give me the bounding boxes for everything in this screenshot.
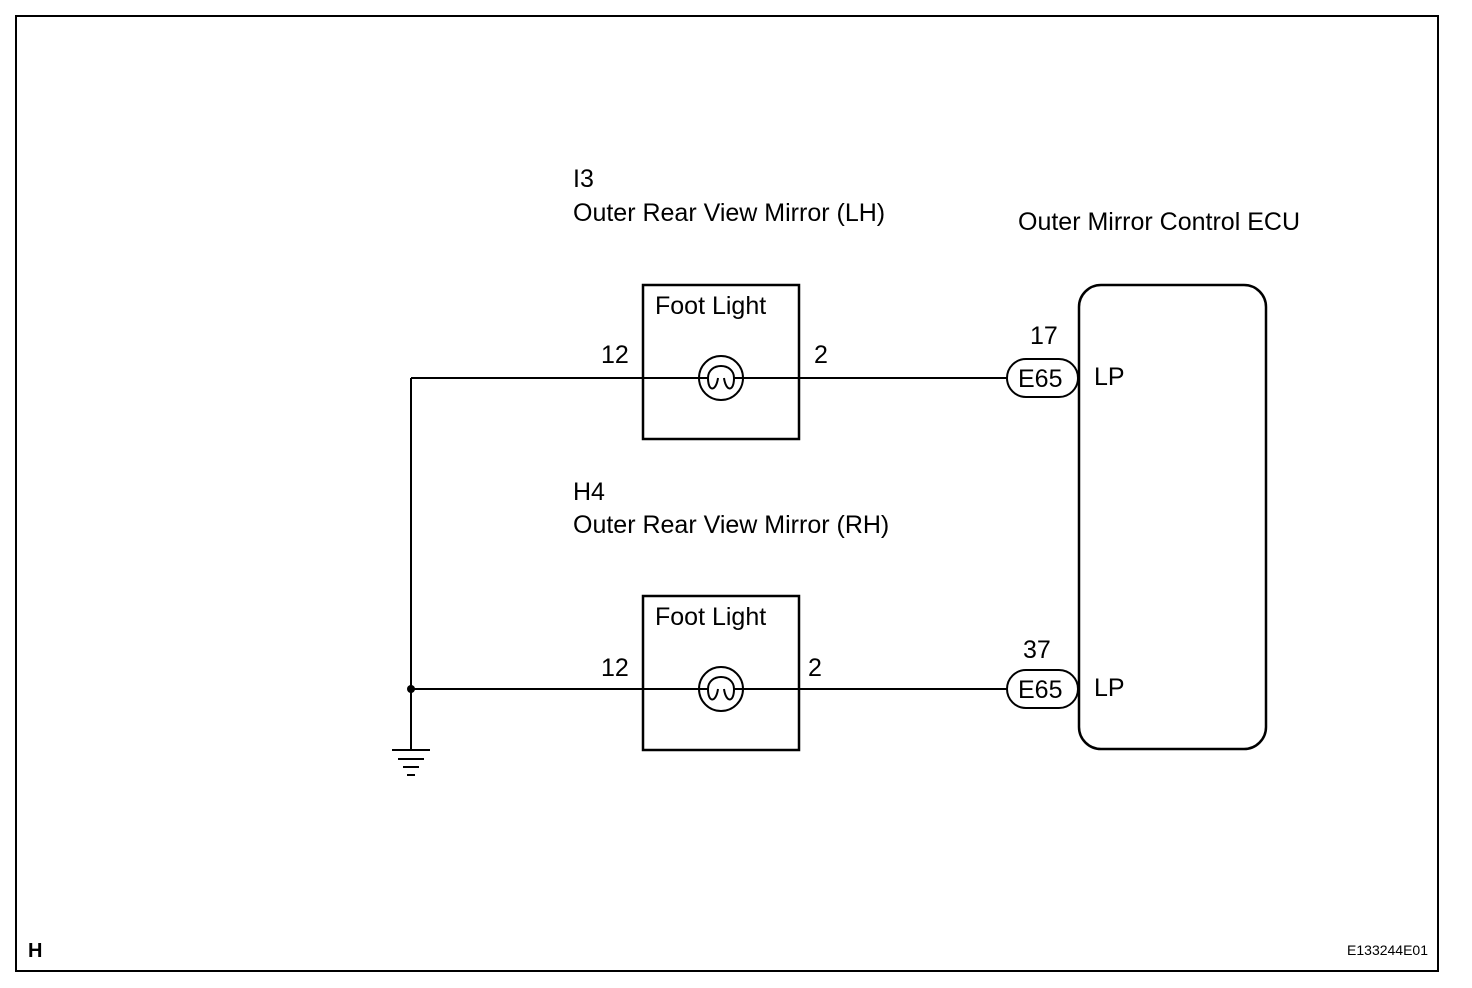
mirror-rh-code: H4 — [573, 478, 605, 506]
pin-rh-right: 2 — [808, 654, 822, 682]
terminal-top-label: LP — [1094, 363, 1125, 391]
mirror-lh-name: Outer Rear View Mirror (LH) — [573, 199, 885, 227]
diagram-frame — [15, 15, 1439, 972]
ecu-pin-top: 17 — [1030, 322, 1058, 350]
foot-light-rh-label: Foot Light — [655, 603, 766, 631]
bulb-rh-icon — [698, 666, 744, 712]
connector-bottom-label: E65 — [1018, 676, 1062, 704]
ecu-box — [1077, 283, 1268, 751]
mirror-lh-code: I3 — [573, 165, 594, 193]
mirror-rh-name: Outer Rear View Mirror (RH) — [573, 511, 889, 539]
connector-bottom-badge — [1006, 669, 1079, 709]
bulb-lh-icon — [698, 355, 744, 401]
pin-lh-right: 2 — [814, 341, 828, 369]
ground-symbol-icon — [392, 749, 430, 776]
pin-lh-left: 12 — [601, 341, 629, 369]
connector-top-badge — [1006, 358, 1079, 398]
terminal-bottom-label: LP — [1094, 674, 1125, 702]
page-letter: H — [28, 940, 42, 962]
foot-light-lh-box — [641, 283, 801, 441]
diagram-id: E133244E01 — [1347, 942, 1428, 958]
connector-top-label: E65 — [1018, 365, 1062, 393]
pin-rh-left: 12 — [601, 654, 629, 682]
foot-light-lh-label: Foot Light — [655, 292, 766, 320]
ecu-pin-bottom: 37 — [1023, 636, 1051, 664]
ecu-name: Outer Mirror Control ECU — [1018, 208, 1300, 236]
foot-light-rh-box — [641, 594, 801, 752]
